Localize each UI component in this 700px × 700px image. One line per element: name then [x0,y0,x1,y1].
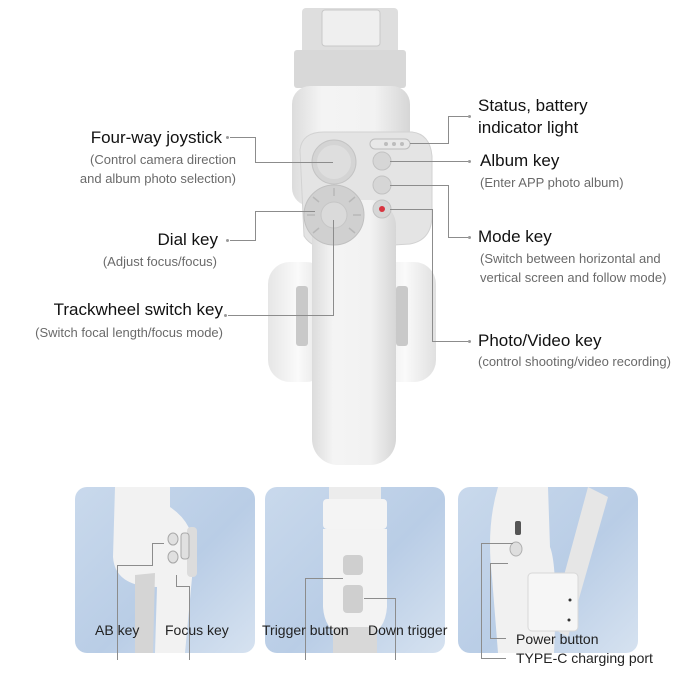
desc-line: and album photo selection) [79,171,236,186]
status-indicator-label: Status, battery indicator light [478,95,588,139]
desc-line: (Switch focal length/focus mode) [35,325,223,340]
callout-dot [468,160,471,163]
connector-line [390,161,468,162]
connector-line [490,563,508,564]
four-way-joystick-desc: (Control camera direction and album phot… [80,150,236,188]
trackwheel-switch-key-label: Trackwheel switch key [53,300,223,319]
connector-line [481,658,506,659]
connector-line [364,598,396,599]
connector-line [481,543,513,544]
side-view-panel-power-port [458,487,638,653]
connector-line [410,143,449,144]
callout-dot [468,340,471,343]
connector-line [448,185,449,238]
connector-line [176,586,190,587]
connector-line [230,240,256,241]
desc-line: (Control camera direction [90,152,236,167]
gimbal-front-illustration [262,0,442,470]
album-key-desc: (Enter APP photo album) [480,173,624,192]
mode-key-label: Mode key [478,227,552,246]
connector-line [152,543,153,566]
title-line: indicator light [478,118,579,137]
connector-line [490,563,491,638]
desc-line: (Switch between horizontal and [480,251,661,266]
gimbal-back-view-graphic [323,487,387,653]
power-button-label: Power button [516,631,599,647]
connector-line [490,638,506,639]
desc-line: (Adjust focus/focus) [102,254,217,269]
mode-key-desc: (Switch between horizontal and vertical … [480,249,666,287]
desc-line: (control shooting/video recording) [478,354,671,369]
trackwheel-switch-key-desc: (Switch focal length/focus mode) [35,323,223,342]
callout-dot [226,136,229,139]
callout-dot [468,115,471,118]
connector-line [481,543,482,658]
dial-key-label: Dial key [157,230,218,249]
trigger-button-label: Trigger button [262,622,349,638]
connector-line [333,220,334,316]
down-trigger-label: Down trigger [368,622,448,638]
gimbal-body-graphic [268,8,436,465]
ab-key-label: AB key [95,622,140,638]
connector-line [255,211,315,212]
album-key-label: Album key [480,151,560,170]
title-line: Status, battery [478,96,588,115]
connector-line [117,565,152,566]
photo-video-key-desc: (control shooting/video recording) [478,352,671,371]
connector-line [228,315,334,316]
connector-line [152,543,164,544]
callout-dot [224,314,227,317]
connector-line [432,341,468,342]
connector-line [305,578,306,660]
dial-key-desc: (Adjust focus/focus) [103,252,217,271]
focus-key-label: Focus key [165,622,229,638]
desc-line: (Enter APP photo album) [480,175,624,190]
connector-line [189,586,190,660]
gimbal-side-view-graphic [113,487,197,653]
four-way-joystick-label: Four-way joystick [90,128,222,147]
side-view-panel-ab-focus [75,487,255,653]
connector-line [390,185,449,186]
connector-line [230,137,256,138]
connector-line [305,578,343,579]
connector-line [255,162,333,163]
connector-line [448,237,468,238]
connector-line [255,137,256,162]
callout-dot [226,239,229,242]
connector-line [395,598,396,660]
callout-dot [468,236,471,239]
back-view-panel-triggers [265,487,445,653]
connector-line [448,116,468,117]
connector-line [255,211,256,241]
gimbal-folded-side-graphic [490,487,608,653]
connector-line [176,575,177,587]
photo-video-key-label: Photo/Video key [478,331,602,350]
connector-line [390,209,433,210]
connector-line [448,116,449,144]
connector-line [432,209,433,342]
desc-line: vertical screen and follow mode) [480,270,667,285]
type-c-charging-port-label: TYPE-C charging port [516,650,653,666]
connector-line [117,565,118,660]
